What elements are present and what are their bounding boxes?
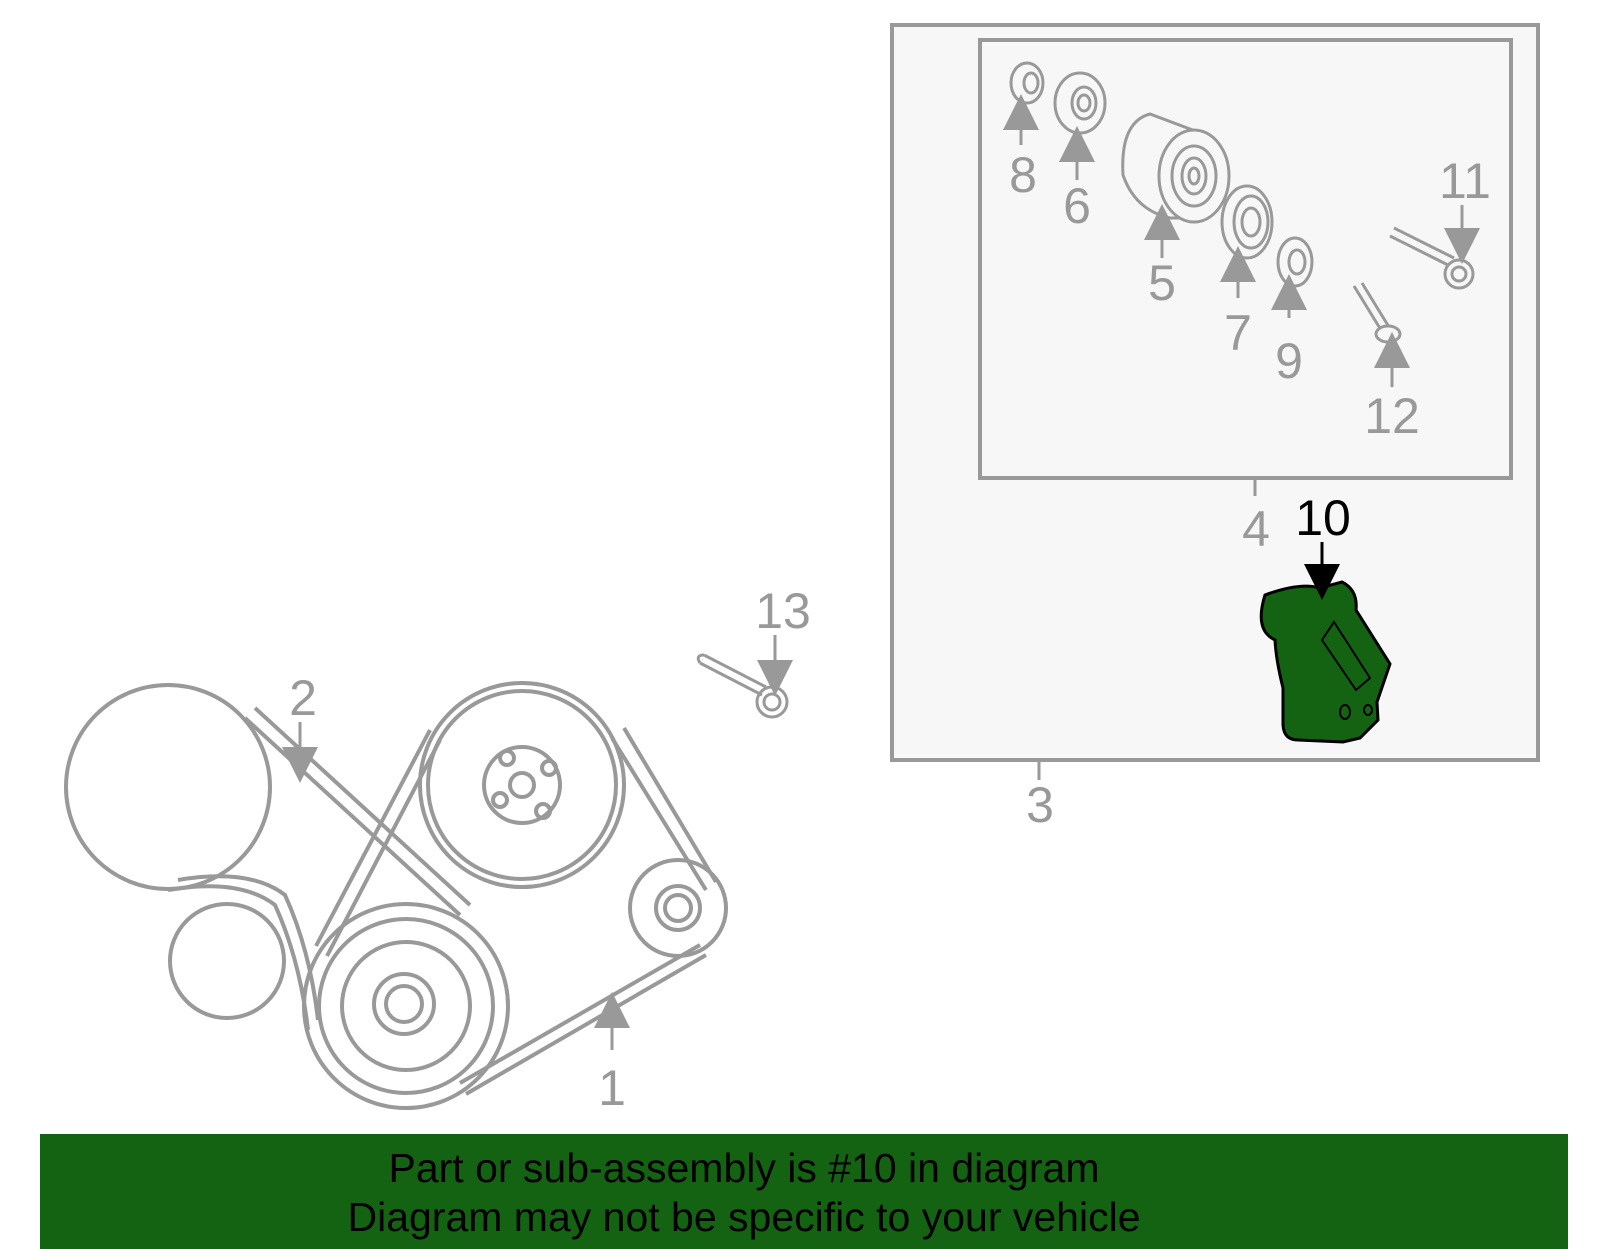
callout-8[interactable]: 8 bbox=[1009, 147, 1037, 203]
bolt-hole-4 bbox=[491, 791, 509, 809]
belt-1-bottom bbox=[459, 943, 708, 1096]
callout-4[interactable]: 4 bbox=[1242, 501, 1270, 557]
info-banner: Part or sub-assembly is #10 in diagram D… bbox=[40, 1134, 1568, 1249]
crank-pulley-hub bbox=[372, 972, 436, 1036]
belt-1-up bbox=[314, 729, 442, 957]
bolt-12 bbox=[1352, 282, 1391, 331]
banner-line-1: Part or sub-assembly is #10 in diagram bbox=[388, 1145, 1100, 1191]
water-pump-pulley bbox=[418, 681, 626, 889]
callout-10[interactable]: 10 bbox=[1295, 490, 1351, 546]
bolt-hole-1 bbox=[498, 749, 516, 767]
water-pump-pulley-ring bbox=[426, 689, 618, 881]
crank-pulley-ring bbox=[317, 917, 495, 1095]
crank-pulley bbox=[302, 902, 510, 1110]
bolt-hole-3 bbox=[534, 802, 552, 820]
belt-1-right bbox=[610, 726, 718, 892]
crank-pulley-inner bbox=[340, 940, 472, 1072]
callout-5[interactable]: 5 bbox=[1148, 255, 1176, 311]
callout-13[interactable]: 13 bbox=[755, 583, 811, 639]
bolt-13 bbox=[696, 653, 789, 719]
inner-leaders bbox=[1003, 94, 1480, 387]
callout-6[interactable]: 6 bbox=[1063, 178, 1091, 234]
banner-line-2: Diagram may not be specific to your vehi… bbox=[347, 1194, 1141, 1240]
bolt-hole-2 bbox=[540, 759, 558, 777]
water-pump-hub bbox=[482, 745, 562, 825]
callout-3[interactable]: 3 bbox=[1026, 777, 1054, 833]
callout-9[interactable]: 9 bbox=[1275, 333, 1303, 389]
pulley-small-lower-left bbox=[168, 902, 286, 1020]
idler-pulley-right-center bbox=[663, 893, 693, 923]
callout-12[interactable]: 12 bbox=[1364, 388, 1420, 444]
callout-2[interactable]: 2 bbox=[289, 670, 317, 726]
belt-1-left bbox=[167, 874, 320, 1031]
pulley-large-left bbox=[64, 683, 272, 891]
callout-7[interactable]: 7 bbox=[1224, 305, 1252, 361]
water-pump-center bbox=[508, 771, 536, 799]
callout-11[interactable]: 11 bbox=[1439, 153, 1491, 209]
callout-1[interactable]: 1 bbox=[598, 1060, 626, 1116]
crank-pulley-hub-inner bbox=[384, 984, 424, 1024]
belt-2 bbox=[243, 706, 472, 917]
bushing-9 bbox=[1276, 236, 1314, 288]
belt-drive-group bbox=[64, 681, 728, 1110]
idler-pulley-right-hub bbox=[654, 884, 702, 932]
